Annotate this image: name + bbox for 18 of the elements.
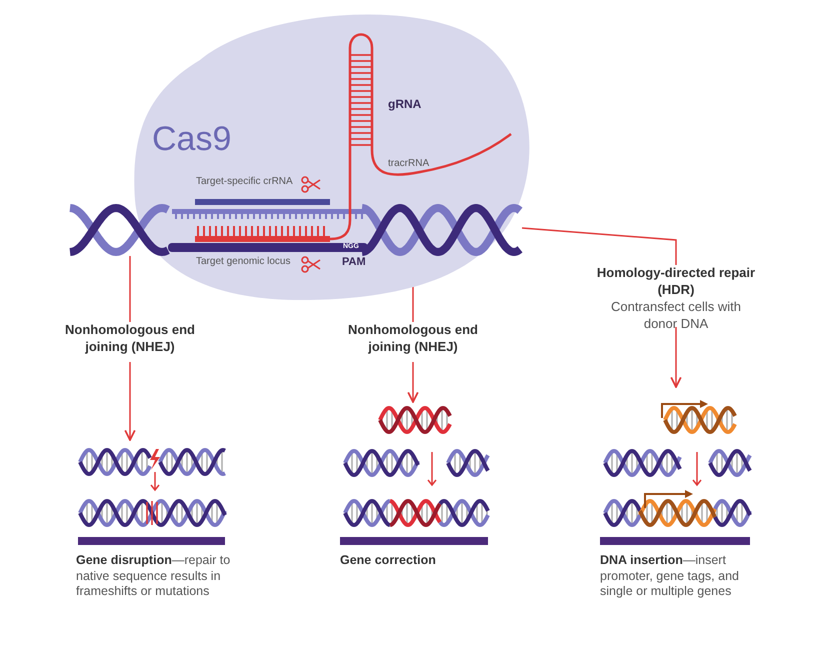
process-heading: Homology-directed repair (HDR)	[596, 265, 756, 299]
process-description: Contransfect cells with donor DNA	[610, 298, 742, 333]
arrow	[124, 362, 136, 441]
process-label: Nonhomologous end joining (NHEJ)	[348, 322, 478, 362]
rna-label: gRNA	[388, 98, 422, 112]
connector-line	[129, 256, 131, 322]
arrow	[407, 362, 419, 403]
process-label: Nonhomologous end joining (NHEJ)	[65, 322, 195, 362]
connector-line	[522, 227, 677, 265]
rna-label: tracrRNA	[388, 158, 430, 170]
site-label: PAM	[342, 256, 366, 269]
arrow	[670, 327, 682, 388]
protein-label: Cas9	[152, 120, 232, 160]
outcome-caption: DNA insertion—insert promoter, gene tags, and single or multiple genes	[600, 553, 740, 600]
strand-label: Target genomic locus	[196, 256, 290, 268]
strand-label: Target-specific crRNA	[196, 176, 293, 188]
outcome-caption: Gene correction	[340, 553, 437, 569]
outcome-caption: Gene disruption—repair to native sequence results in frameshifts or mutations	[76, 553, 232, 600]
